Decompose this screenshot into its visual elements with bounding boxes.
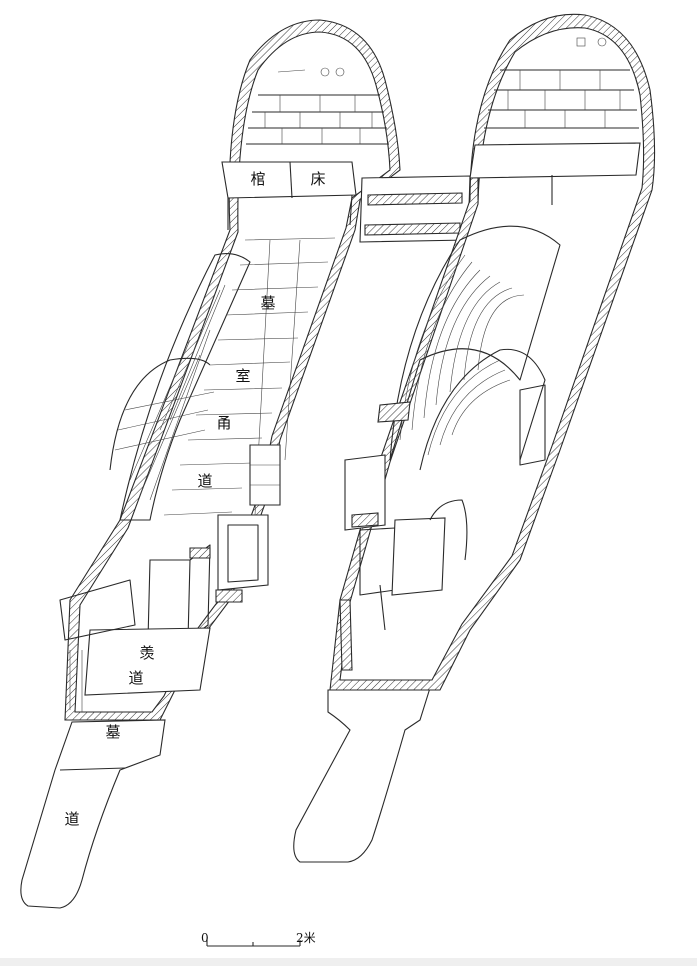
label-coffin-1: 棺 [250, 170, 265, 188]
scale-start-label: 0 [201, 931, 209, 945]
left-side-block [249, 444, 281, 506]
right-barrel-vault [389, 225, 561, 471]
right-tomb-half [293, 13, 656, 863]
right-end-arch [484, 37, 639, 129]
right-sealing-gate [344, 401, 468, 631]
top-connector [359, 175, 471, 243]
label-chamber-1: 墓 [260, 294, 275, 312]
left-door-frame [217, 514, 269, 591]
label-approach-2: 道 [64, 810, 79, 828]
left-chamber-floor: 墓 室 甬 道 [163, 237, 336, 516]
scale-end-label: 2米 [296, 931, 316, 945]
label-chamber-2: 室 [235, 367, 250, 385]
left-sealing-gate [147, 544, 243, 641]
footer-strip [0, 958, 697, 966]
scale-bar: 0 2米 [201, 931, 316, 947]
label-coffin-2: 床 [310, 170, 325, 188]
right-lower-wall [339, 599, 353, 671]
label-ramp-1: 羡 [139, 644, 154, 662]
left-end-arch [246, 67, 389, 145]
right-coffin-platform [469, 142, 641, 179]
left-coffin-platform: 棺 床 [221, 161, 357, 230]
left-ramp-passage: 羡 道 墓 道 [59, 579, 211, 828]
label-passage-2: 道 [197, 472, 212, 490]
left-chamber-vault [109, 253, 251, 521]
left-tomb-half: 棺 床 墓 室 甬 道 [20, 19, 401, 909]
left-approach-ramp [20, 719, 166, 909]
label-passage-1: 甬 [216, 414, 231, 432]
left-inner-void [74, 31, 391, 713]
label-ramp-2: 道 [128, 669, 143, 687]
label-approach-1: 墓 [105, 723, 120, 741]
right-approach-ramp [293, 687, 431, 863]
